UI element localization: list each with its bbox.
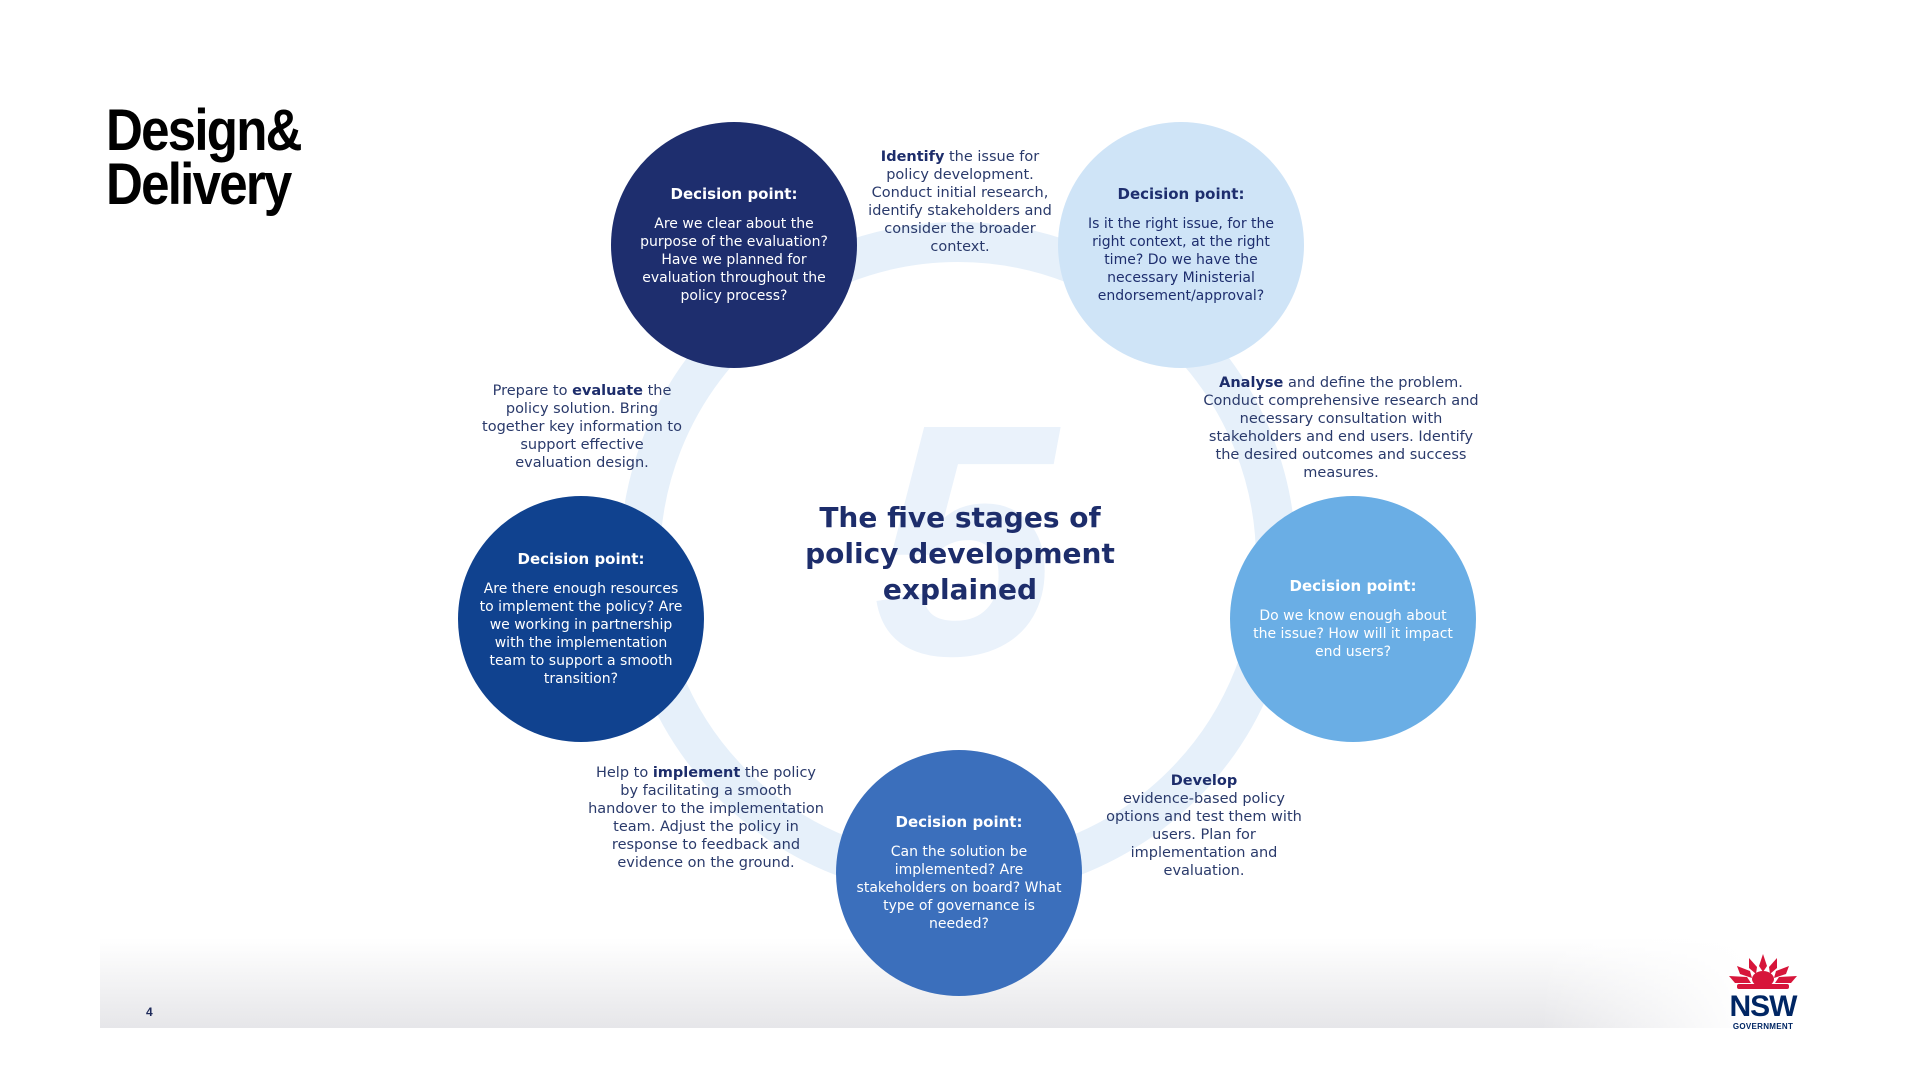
stage-text: the policy solution. Bring together key …	[482, 383, 682, 471]
waratah-icon	[1729, 954, 1797, 989]
stage-evaluate-description: Prepare to evaluate the policy solution.…	[482, 382, 682, 472]
decision-point-title: Decision point:	[1117, 185, 1245, 203]
stage-analyse-description: Analyse and define the problem. Conduct …	[1196, 374, 1486, 482]
stage-keyword: Develop	[1170, 773, 1238, 789]
stage-text: evidence-based policy options and test t…	[1106, 791, 1302, 879]
stage-identify-description: Identify the issue for policy developmen…	[868, 148, 1052, 256]
brand-line-1: Design&	[106, 98, 302, 163]
stage-text: and define the problem. Conduct comprehe…	[1203, 375, 1479, 481]
decision-point-text: Are there enough resources to implement …	[479, 581, 683, 687]
stage-keyword: evaluate	[572, 383, 643, 399]
stage-develop-description: Develop evidence-based policy options and…	[1104, 772, 1304, 880]
logo-wordmark: NSW	[1729, 990, 1798, 1023]
decision-point-text: Can the solution be implemented? Are sta…	[856, 844, 1062, 932]
decision-point-title: Decision point:	[517, 550, 645, 568]
decision-point-text: Do we know enough about the issue? How w…	[1253, 608, 1453, 660]
page-number: 4	[146, 1005, 153, 1019]
brand-wordmark: Design& Delivery	[106, 98, 302, 217]
stage-text: the issue for policy development. Conduc…	[868, 149, 1052, 255]
logo-subtitle: GOVERNMENT	[1732, 1022, 1794, 1031]
decision-point-evaluate: Decision point: Are we clear about the p…	[611, 122, 857, 368]
stage-text: the policy by facilitating a smooth hand…	[588, 765, 824, 871]
diagram-title-line-2: policy development	[805, 537, 1115, 570]
decision-point-develop: Decision point: Can the solution be impl…	[836, 750, 1082, 996]
background-number: 5	[873, 355, 1057, 724]
stage-keyword: implement	[652, 765, 741, 781]
nsw-government-logo: NSW GOVERNMENT	[1718, 952, 1808, 1031]
decision-point-title: Decision point:	[1289, 577, 1417, 595]
decision-point-text: Are we clear about the purpose of the ev…	[640, 216, 828, 304]
diagram-title-line-1: The five stages of	[819, 501, 1101, 534]
diagram-title: The five stages of policy development ex…	[780, 500, 1140, 608]
diagram-title-line-3: explained	[882, 573, 1038, 606]
decision-point-title: Decision point:	[895, 813, 1023, 831]
stage-prefix: Help to	[595, 765, 653, 781]
decision-point-implement: Decision point: Are there enough resourc…	[458, 496, 704, 742]
stage-keyword: Identify	[880, 149, 945, 165]
stage-prefix: Prepare to	[492, 383, 573, 399]
stage-implement-description: Help to implement the policy by facilita…	[586, 764, 826, 872]
decision-point-text: Is it the right issue, for the right con…	[1087, 216, 1274, 304]
brand-line-2: Delivery	[106, 152, 292, 217]
decision-point-identify: Decision point: Is it the right issue, f…	[1058, 122, 1304, 368]
decision-point-title: Decision point:	[670, 185, 798, 203]
stage-keyword: Analyse	[1219, 375, 1284, 391]
decision-point-analyse: Decision point: Do we know enough about …	[1230, 496, 1476, 742]
